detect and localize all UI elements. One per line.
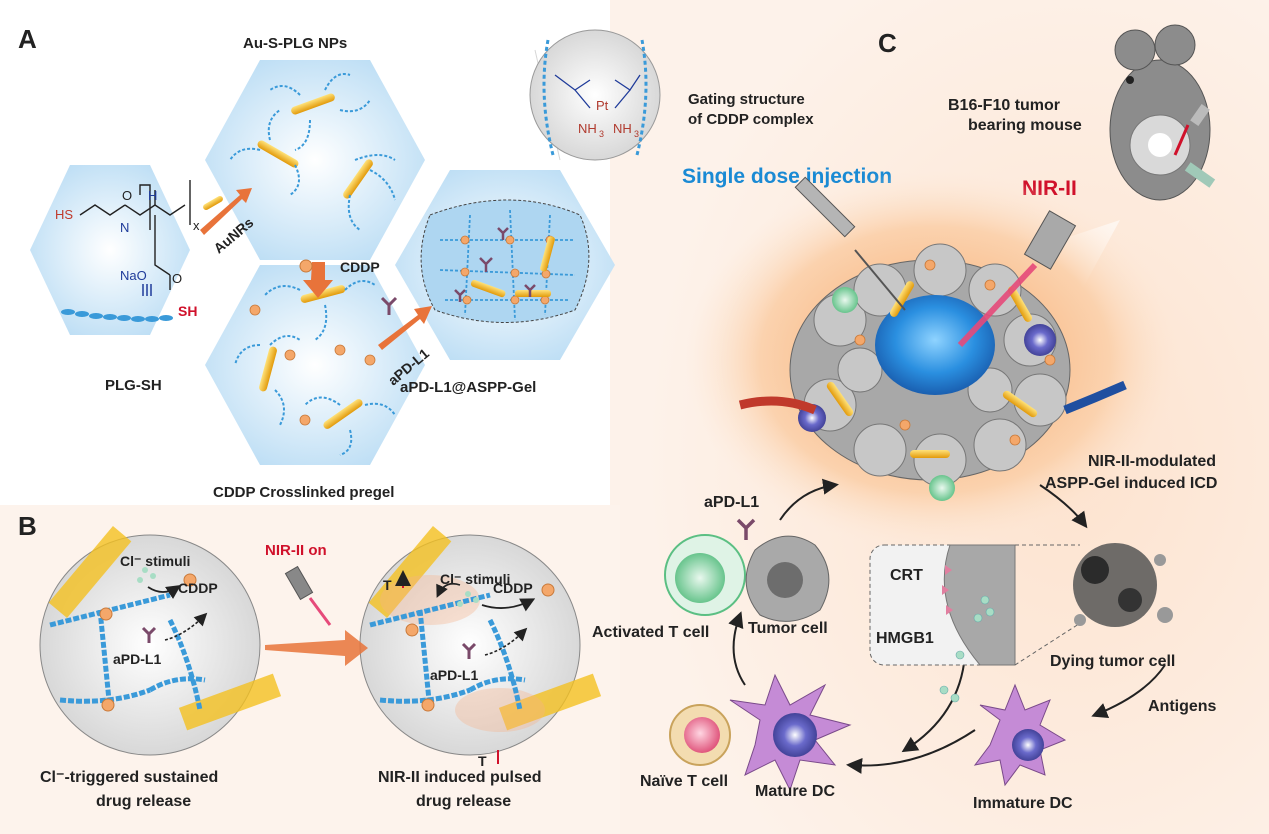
dying-cell-edge: [943, 544, 1016, 666]
arrow-aunrs: [200, 188, 252, 235]
label-tumor-cell: Tumor cell: [748, 620, 828, 637]
chem-nao: NaO: [120, 268, 147, 283]
label-sustained-1: Cl⁻-triggered sustained: [40, 769, 218, 786]
zoom-lines: [1014, 544, 1086, 666]
aunr-rod: [203, 196, 223, 210]
label-au-s-plg-nps: Au-S-PLG NPs: [243, 35, 347, 52]
chem-pt: Pt: [596, 98, 609, 113]
crt-markers: [942, 565, 953, 615]
chem-n: N: [120, 220, 129, 235]
label-cddp-b2: CDDP: [493, 580, 533, 596]
antibody-c-icon: [736, 518, 756, 540]
plg-sh-structure: [79, 180, 191, 290]
label-sustained-2: drug release: [96, 793, 191, 810]
label-mouse-1: B16-F10 tumor: [948, 97, 1060, 114]
pulsed-network: [368, 525, 602, 764]
label-single-dose-injection: Single dose injection: [682, 165, 892, 188]
syringe-icon: [794, 176, 906, 311]
arrow-apd-l1: [378, 306, 432, 350]
cycle-arrows: [728, 478, 1166, 774]
label-cl-stimuli-2: Cl⁻ stimuli: [440, 571, 510, 587]
label-apd-l1-b1: aPD-L1: [113, 651, 161, 667]
triple-bond-icon: [142, 284, 152, 296]
naive-t-cell: [669, 704, 731, 766]
arrow-b-transition: [265, 630, 368, 666]
tumor-mass: [789, 243, 1071, 501]
chem-nh3-right: NH: [613, 121, 632, 136]
zoom-circle: [529, 29, 661, 161]
label-naive-t-cell: Naïve T cell: [640, 773, 728, 790]
sustained-network: [48, 525, 282, 731]
arrow-cddp-down: [303, 262, 333, 298]
chem-x: x: [193, 218, 200, 233]
panel-label-a: A: [18, 24, 37, 54]
label-cddp-crosslinked-pregel: CDDP Crosslinked pregel: [213, 484, 394, 501]
label-nir-ii-on: NIR-II on: [265, 542, 327, 559]
pregel-contents: [234, 280, 396, 456]
blood-vessel-blue: [1063, 380, 1127, 415]
gating-bonds: [554, 74, 641, 109]
tumor-cell: [745, 535, 830, 622]
plg-chain: [61, 309, 173, 322]
hmgb1-markers: [939, 595, 995, 703]
antibody-icon: [380, 296, 398, 315]
label-hmgb1: HMGB1: [876, 630, 934, 647]
label-cddp-b1: CDDP: [178, 580, 218, 596]
cddp-ball-icon: [299, 259, 313, 273]
blood-vessel-red: [738, 396, 817, 415]
label-immature-dc: Immature DC: [973, 795, 1073, 812]
chem-nh3-left: NH: [578, 121, 597, 136]
activated-t-cell: [664, 534, 746, 616]
hexagon-au-nps: [205, 60, 425, 260]
label-t-up-2: T: [478, 753, 487, 769]
gating-chains: [542, 39, 648, 156]
panel-label-b: B: [18, 511, 37, 541]
label-crt: CRT: [890, 567, 923, 584]
dying-tumor-cell: [1073, 543, 1173, 627]
label-apd-l1-b2: aPD-L1: [430, 667, 478, 683]
label-activated-t-cell: Activated T cell: [592, 624, 709, 641]
immature-dc: [973, 683, 1067, 787]
label-apd-l1-c: aPD-L1: [704, 494, 759, 511]
label-apd-l1-aspp-gel: aPD-L1@ASPP-Gel: [400, 379, 536, 396]
gel-contents: [420, 199, 590, 323]
chem-sh: SH: [178, 303, 197, 319]
hexagon-plg-sh: [30, 165, 190, 335]
au-nps-contents: [229, 73, 396, 231]
panel-label-c: C: [878, 28, 897, 58]
label-dying-tumor-cell: Dying tumor cell: [1050, 653, 1175, 670]
mature-dc: [729, 673, 852, 792]
chem-sub3-right: 3: [634, 129, 639, 139]
label-cddp: CDDP: [340, 259, 380, 275]
label-gating-1: Gating structure: [688, 91, 805, 108]
label-gating-2: of CDDP complex: [688, 111, 814, 128]
chem-o-2: O: [172, 271, 182, 286]
label-icd-1: NIR-II-modulated: [1088, 453, 1216, 470]
chem-hs: HS: [55, 207, 73, 222]
label-t-up-1: T: [383, 577, 392, 593]
label-mature-dc: Mature DC: [755, 783, 835, 800]
label-plg-sh: PLG-SH: [105, 377, 162, 394]
label-pulsed-1: NIR-II induced pulsed: [378, 769, 542, 786]
chem-o-1: O: [122, 188, 132, 203]
label-icd-2: ASPP-Gel induced ICD: [1045, 475, 1217, 492]
chem-sub3-left: 3: [599, 129, 604, 139]
chem-h: H: [148, 188, 157, 203]
label-pulsed-2: drug release: [416, 793, 511, 810]
label-cl-stimuli-1: Cl⁻ stimuli: [120, 553, 190, 569]
laser-icon-c: [957, 210, 1077, 348]
laser-icon: [284, 565, 332, 626]
hexagon-pregel: [205, 265, 425, 465]
label-antigens: Antigens: [1148, 698, 1217, 715]
label-mouse-2: bearing mouse: [968, 117, 1082, 134]
